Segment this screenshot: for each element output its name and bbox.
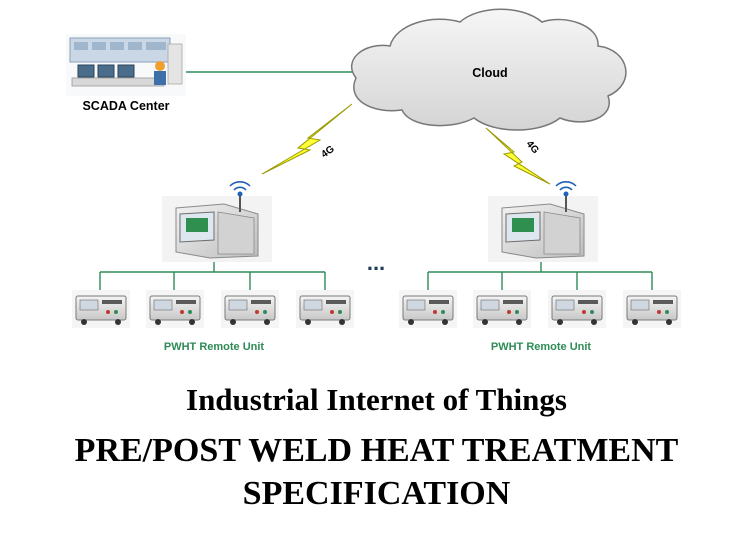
- pwht-remote-unit: [473, 290, 531, 328]
- ellipsis: ...: [367, 250, 385, 275]
- subtitle: Industrial Internet of Things: [186, 382, 567, 417]
- link-label-4g-right: 4G: [524, 139, 541, 156]
- tree-connector-right: [427, 262, 653, 290]
- antenna-icon-right: [555, 181, 577, 212]
- cloud-shape: [350, 8, 627, 131]
- pwht-remote-unit: [548, 290, 606, 328]
- pwht-remote-unit: [146, 290, 204, 328]
- cloud-label: Cloud: [472, 66, 507, 80]
- title-line-1: PRE/POST WELD HEAT TREATMENT: [74, 432, 679, 469]
- pwht-remote-unit: [399, 290, 457, 328]
- gateway-cabinet-right: [488, 196, 598, 262]
- scada-center-label: SCADA Center: [82, 99, 169, 113]
- pwht-remote-unit: [623, 290, 681, 328]
- network-diagram: SCADA Center Cloud 4G 4G: [66, 8, 681, 353]
- tree-connector-left: [99, 262, 326, 290]
- remote-unit-label-left: PWHT Remote Unit: [164, 341, 265, 353]
- title-line-2: SPECIFICATION: [242, 475, 511, 512]
- pwht-remote-unit: [72, 290, 130, 328]
- remote-unit-label-right: PWHT Remote Unit: [491, 341, 592, 353]
- link-label-4g-left: 4G: [319, 144, 336, 161]
- gateway-cabinet-left: [162, 196, 272, 262]
- lightning-bolt-right-icon: [485, 127, 551, 185]
- antenna-icon-left: [229, 181, 251, 212]
- pwht-remote-unit: [296, 290, 354, 328]
- lightning-bolt-left-icon: [261, 103, 353, 175]
- pwht-remote-unit: [221, 290, 279, 328]
- scada-center-icon: [66, 34, 186, 96]
